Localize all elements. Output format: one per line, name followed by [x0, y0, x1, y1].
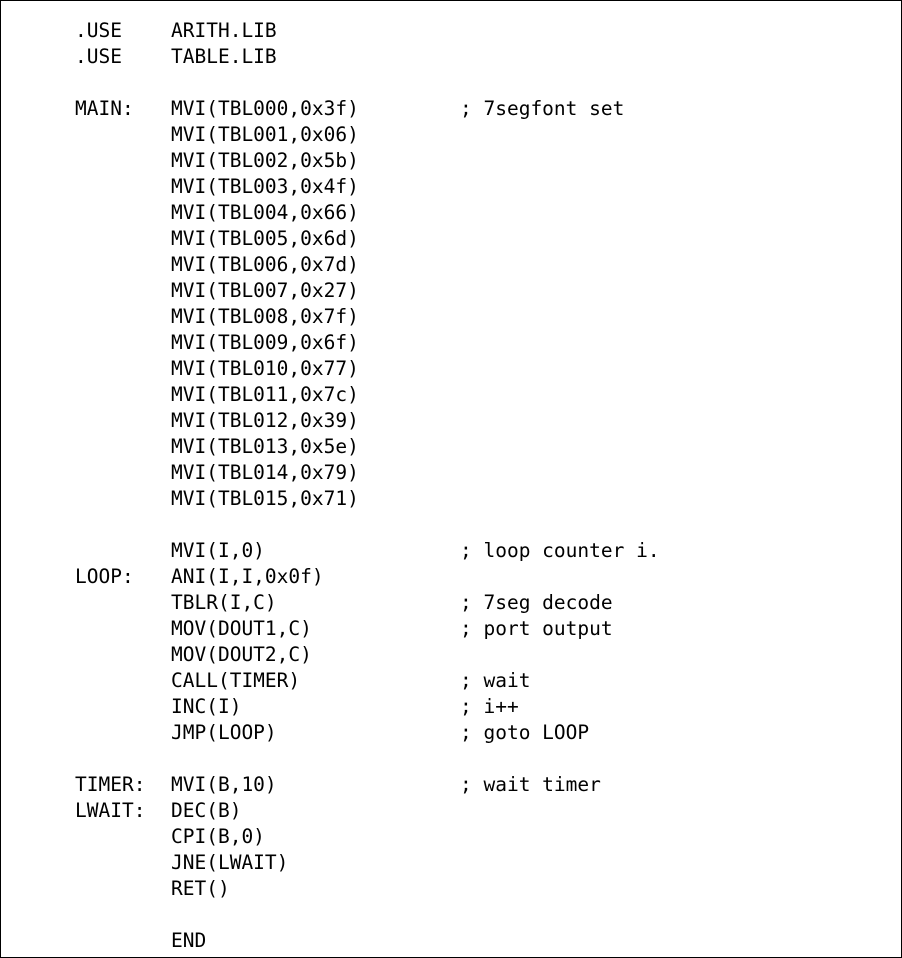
code-line: .USE TABLE.LIB [1, 44, 901, 70]
line-comment: ; 7segfont set [460, 97, 625, 120]
line-instruction: MVI(TBL004,0x66) [171, 201, 359, 224]
line-instruction: MVI(TBL003,0x4f) [171, 175, 359, 198]
line-instruction: DEC(B) [171, 799, 242, 822]
line-instruction: RET() [171, 877, 230, 900]
line-instruction: MVI(I,0) [171, 539, 265, 562]
code-line: TIMER: MVI(B,10) ; wait timer [1, 772, 901, 798]
line-instruction: MVI(B,10) [171, 773, 277, 796]
code-line: LOOP: ANI(I,I,0x0f) [1, 564, 901, 590]
line-comment: ; i++ [460, 695, 519, 718]
code-line: MVI(I,0) ; loop counter i. [1, 538, 901, 564]
line-label: TIMER: [75, 773, 146, 796]
assembly-listing: .USE ARITH.LIB .USE TABLE.LIB MAIN: MVI(TBL00… [1, 18, 901, 954]
line-label: LOOP: [75, 565, 134, 588]
line-instruction: TBLR(I,C) [171, 591, 277, 614]
line-instruction: CALL(TIMER) [171, 669, 301, 692]
line-comment: ; goto LOOP [460, 721, 590, 744]
code-line: MVI(TBL006,0x7d) [1, 252, 901, 278]
code-line: MVI(TBL010,0x77) [1, 356, 901, 382]
line-comment: ; wait [460, 669, 531, 692]
code-line: RET() [1, 876, 901, 902]
line-instruction: MVI(TBL013,0x5e) [171, 435, 359, 458]
line-instruction: MVI(TBL001,0x06) [171, 123, 359, 146]
line-instruction: TABLE.LIB [171, 45, 277, 68]
code-line: MVI(TBL007,0x27) [1, 278, 901, 304]
code-line: MOV(DOUT1,C) ; port output [1, 616, 901, 642]
line-comment: ; port output [460, 617, 613, 640]
line-instruction: MVI(TBL015,0x71) [171, 487, 359, 510]
line-instruction: MVI(TBL008,0x7f) [171, 305, 359, 328]
line-instruction: END [171, 929, 207, 952]
line-instruction: JMP(LOOP) [171, 721, 277, 744]
code-line: JNE(LWAIT) [1, 850, 901, 876]
line-instruction: MOV(DOUT2,C) [171, 643, 312, 666]
code-line: MVI(TBL011,0x7c) [1, 382, 901, 408]
line-instruction: MVI(TBL009,0x6f) [171, 331, 359, 354]
line-instruction: MVI(TBL002,0x5b) [171, 149, 359, 172]
code-line [1, 746, 901, 772]
line-instruction: JNE(LWAIT) [171, 851, 289, 874]
code-line: MVI(TBL003,0x4f) [1, 174, 901, 200]
line-instruction: MVI(TBL011,0x7c) [171, 383, 359, 406]
code-line: .USE ARITH.LIB [1, 18, 901, 44]
code-line: MVI(TBL001,0x06) [1, 122, 901, 148]
line-label: MAIN: [75, 97, 134, 120]
code-line: CPI(B,0) [1, 824, 901, 850]
code-line: MAIN: MVI(TBL000,0x3f) ; 7segfont set [1, 96, 901, 122]
code-line: LWAIT: DEC(B) [1, 798, 901, 824]
line-instruction: MVI(TBL007,0x27) [171, 279, 359, 302]
line-instruction: MVI(TBL012,0x39) [171, 409, 359, 432]
code-line: INC(I) ; i++ [1, 694, 901, 720]
code-line: MVI(TBL004,0x66) [1, 200, 901, 226]
line-instruction: ANI(I,I,0x0f) [171, 565, 324, 588]
line-comment: ; 7seg decode [460, 591, 613, 614]
line-instruction: MVI(TBL006,0x7d) [171, 253, 359, 276]
line-instruction: MVI(TBL005,0x6d) [171, 227, 359, 250]
code-line: MOV(DOUT2,C) [1, 642, 901, 668]
code-line: END [1, 928, 901, 954]
code-line: MVI(TBL014,0x79) [1, 460, 901, 486]
code-line [1, 512, 901, 538]
code-line: MVI(TBL002,0x5b) [1, 148, 901, 174]
line-instruction: MOV(DOUT1,C) [171, 617, 312, 640]
line-instruction: CPI(B,0) [171, 825, 265, 848]
line-instruction: MVI(TBL010,0x77) [171, 357, 359, 380]
code-line [1, 70, 901, 96]
line-label: .USE [75, 45, 122, 68]
code-line: TBLR(I,C) ; 7seg decode [1, 590, 901, 616]
line-label: LWAIT: [75, 799, 146, 822]
line-comment: ; wait timer [460, 773, 601, 796]
code-line: MVI(TBL015,0x71) [1, 486, 901, 512]
line-instruction: INC(I) [171, 695, 242, 718]
line-instruction: ARITH.LIB [171, 19, 277, 42]
code-line: MVI(TBL005,0x6d) [1, 226, 901, 252]
code-line: MVI(TBL008,0x7f) [1, 304, 901, 330]
line-instruction: MVI(TBL000,0x3f) [171, 97, 359, 120]
line-comment: ; loop counter i. [460, 539, 660, 562]
code-line: CALL(TIMER) ; wait [1, 668, 901, 694]
code-line: MVI(TBL012,0x39) [1, 408, 901, 434]
code-line: MVI(TBL009,0x6f) [1, 330, 901, 356]
code-line: MVI(TBL013,0x5e) [1, 434, 901, 460]
line-instruction: MVI(TBL014,0x79) [171, 461, 359, 484]
code-line: JMP(LOOP) ; goto LOOP [1, 720, 901, 746]
code-line [1, 902, 901, 928]
line-label: .USE [75, 19, 122, 42]
